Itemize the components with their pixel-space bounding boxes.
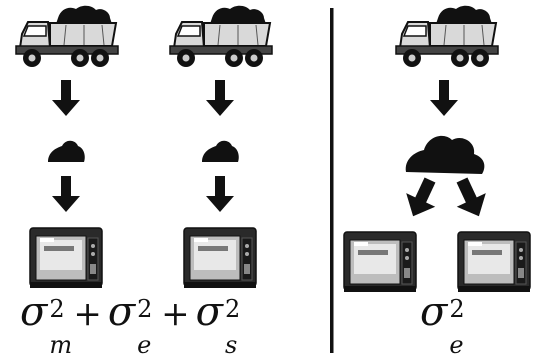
- arrow-down-left-icon: [406, 177, 436, 217]
- arrow-down-icon: [206, 80, 234, 116]
- dump-truck-icon: [169, 4, 273, 69]
- coal-pile-icon: [202, 140, 239, 162]
- coal-pile-icon: [405, 135, 485, 174]
- divider-line: [330, 8, 334, 353]
- plus-operator: +: [73, 294, 102, 334]
- arrow-down-icon: [52, 176, 80, 212]
- dump-truck-icon: [15, 4, 119, 69]
- coal-pile-icon: [48, 140, 85, 162]
- lab-instrument-icon: [343, 231, 417, 293]
- arrow-down-icon: [430, 80, 458, 116]
- dump-truck-icon: [395, 4, 499, 69]
- arrow-down-icon: [206, 176, 234, 212]
- lab-instrument-icon: [29, 227, 103, 289]
- arrow-down-right-icon: [456, 177, 486, 217]
- arrow-down-icon: [52, 80, 80, 116]
- plus-operator: +: [161, 294, 190, 334]
- lab-instrument-icon: [183, 227, 257, 289]
- lab-instrument-icon: [457, 231, 531, 293]
